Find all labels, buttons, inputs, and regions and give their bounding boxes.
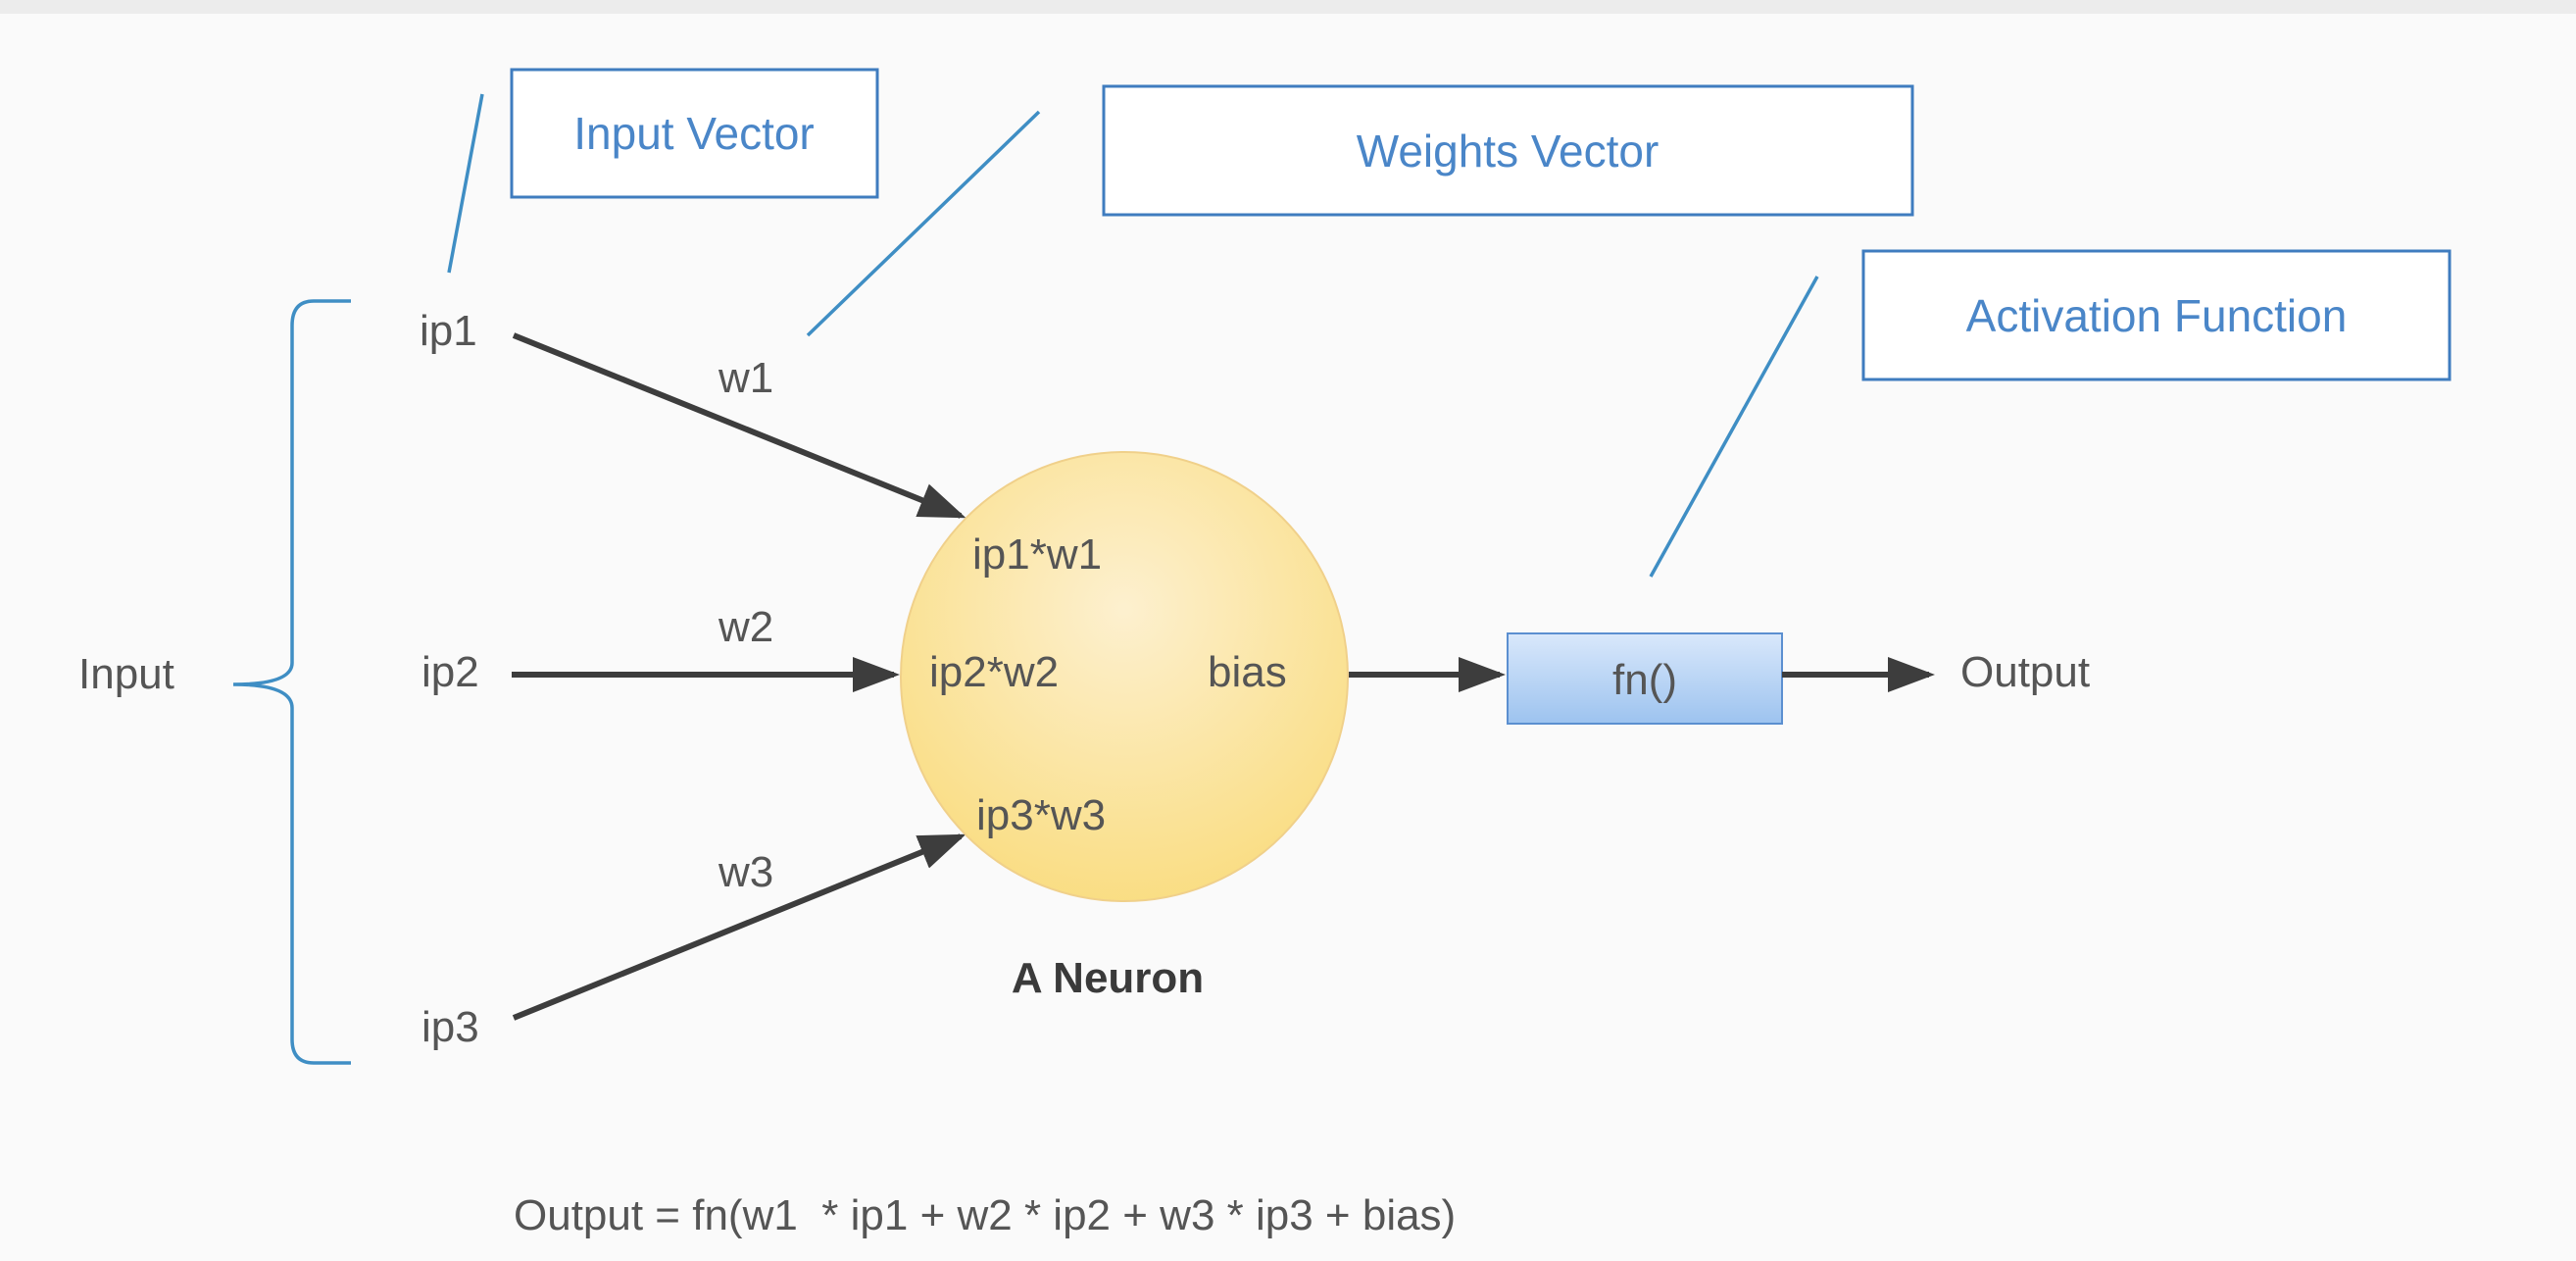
weight-w1: w1 xyxy=(718,354,773,402)
weight-w3: w3 xyxy=(718,848,773,896)
input-ip2: ip2 xyxy=(421,648,479,696)
leader-line xyxy=(806,110,1041,337)
neuron-caption: A Neuron xyxy=(1012,954,1204,1002)
arrow-ip1-to-neuron xyxy=(512,332,966,519)
neuron-circle xyxy=(900,451,1349,902)
input-group-label: Input xyxy=(78,650,174,698)
output-formula: Output = fn(w1 * ip1 + w2 * ip2 + w3 * i… xyxy=(514,1191,1456,1239)
neuron-term-ip2w2: ip2*w2 xyxy=(929,648,1059,696)
callout-activation-function: Activation Function xyxy=(1649,249,2452,578)
callout-box xyxy=(510,68,879,199)
weight-w2: w2 xyxy=(718,603,773,651)
callout-weights-vector: Weights Vector xyxy=(806,84,1914,337)
callout-box xyxy=(1861,249,2452,381)
callout-label: Activation Function xyxy=(1966,290,2348,341)
callout-label: Input Vector xyxy=(573,108,815,159)
callout-label: Weights Vector xyxy=(1357,126,1660,177)
neuron-term-ip3w3: ip3*w3 xyxy=(976,791,1106,839)
activation-fn-box xyxy=(1507,632,1783,725)
input-ip1: ip1 xyxy=(420,307,477,355)
top-shade xyxy=(0,0,2576,14)
input-brace xyxy=(232,299,351,1065)
neuron-term-ip1w1: ip1*w1 xyxy=(972,530,1102,579)
neuron-bias: bias xyxy=(1208,648,1287,696)
callout-input-vector: Input Vector xyxy=(447,68,879,274)
callout-box xyxy=(1102,84,1914,217)
activation-fn-label: fn() xyxy=(1612,656,1677,704)
arrow-ip3-to-neuron xyxy=(512,833,966,1021)
leader-line xyxy=(1649,276,1819,578)
leader-line xyxy=(447,93,484,274)
input-ip3: ip3 xyxy=(421,1003,479,1051)
output-label: Output xyxy=(1960,648,2090,696)
